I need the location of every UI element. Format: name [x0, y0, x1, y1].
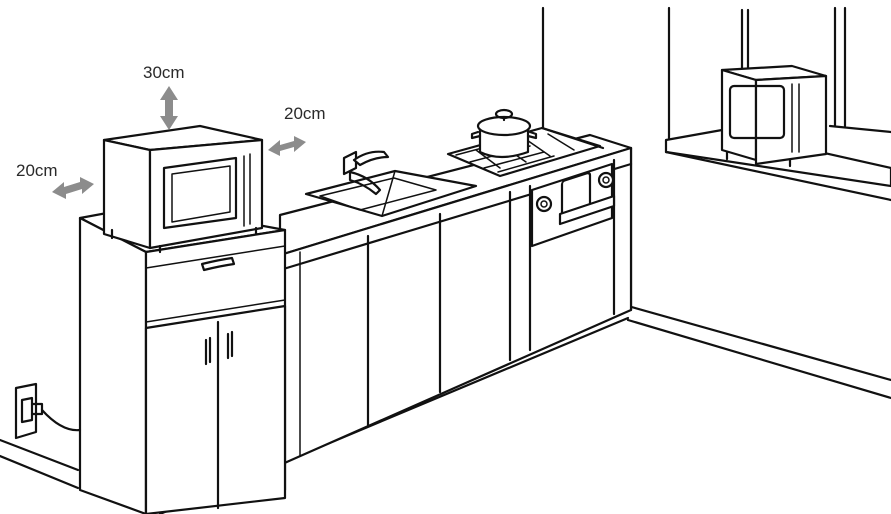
clearance-left-label: 20cm	[16, 161, 58, 180]
microwave	[102, 124, 264, 254]
clearance-arrow-top	[160, 86, 178, 130]
built-in-oven	[530, 162, 616, 248]
faucet	[342, 150, 390, 196]
clearance-arrow-left	[52, 177, 94, 199]
clearance-top-label: 30cm	[143, 63, 185, 82]
clearance-arrow-right	[268, 136, 306, 156]
window-oven	[720, 64, 828, 168]
cooking-pot	[470, 108, 538, 159]
clearance-right-label: 20cm	[284, 104, 326, 123]
wall-outlet	[14, 382, 82, 440]
sink	[304, 169, 478, 218]
microwave-cabinet	[78, 203, 287, 514]
